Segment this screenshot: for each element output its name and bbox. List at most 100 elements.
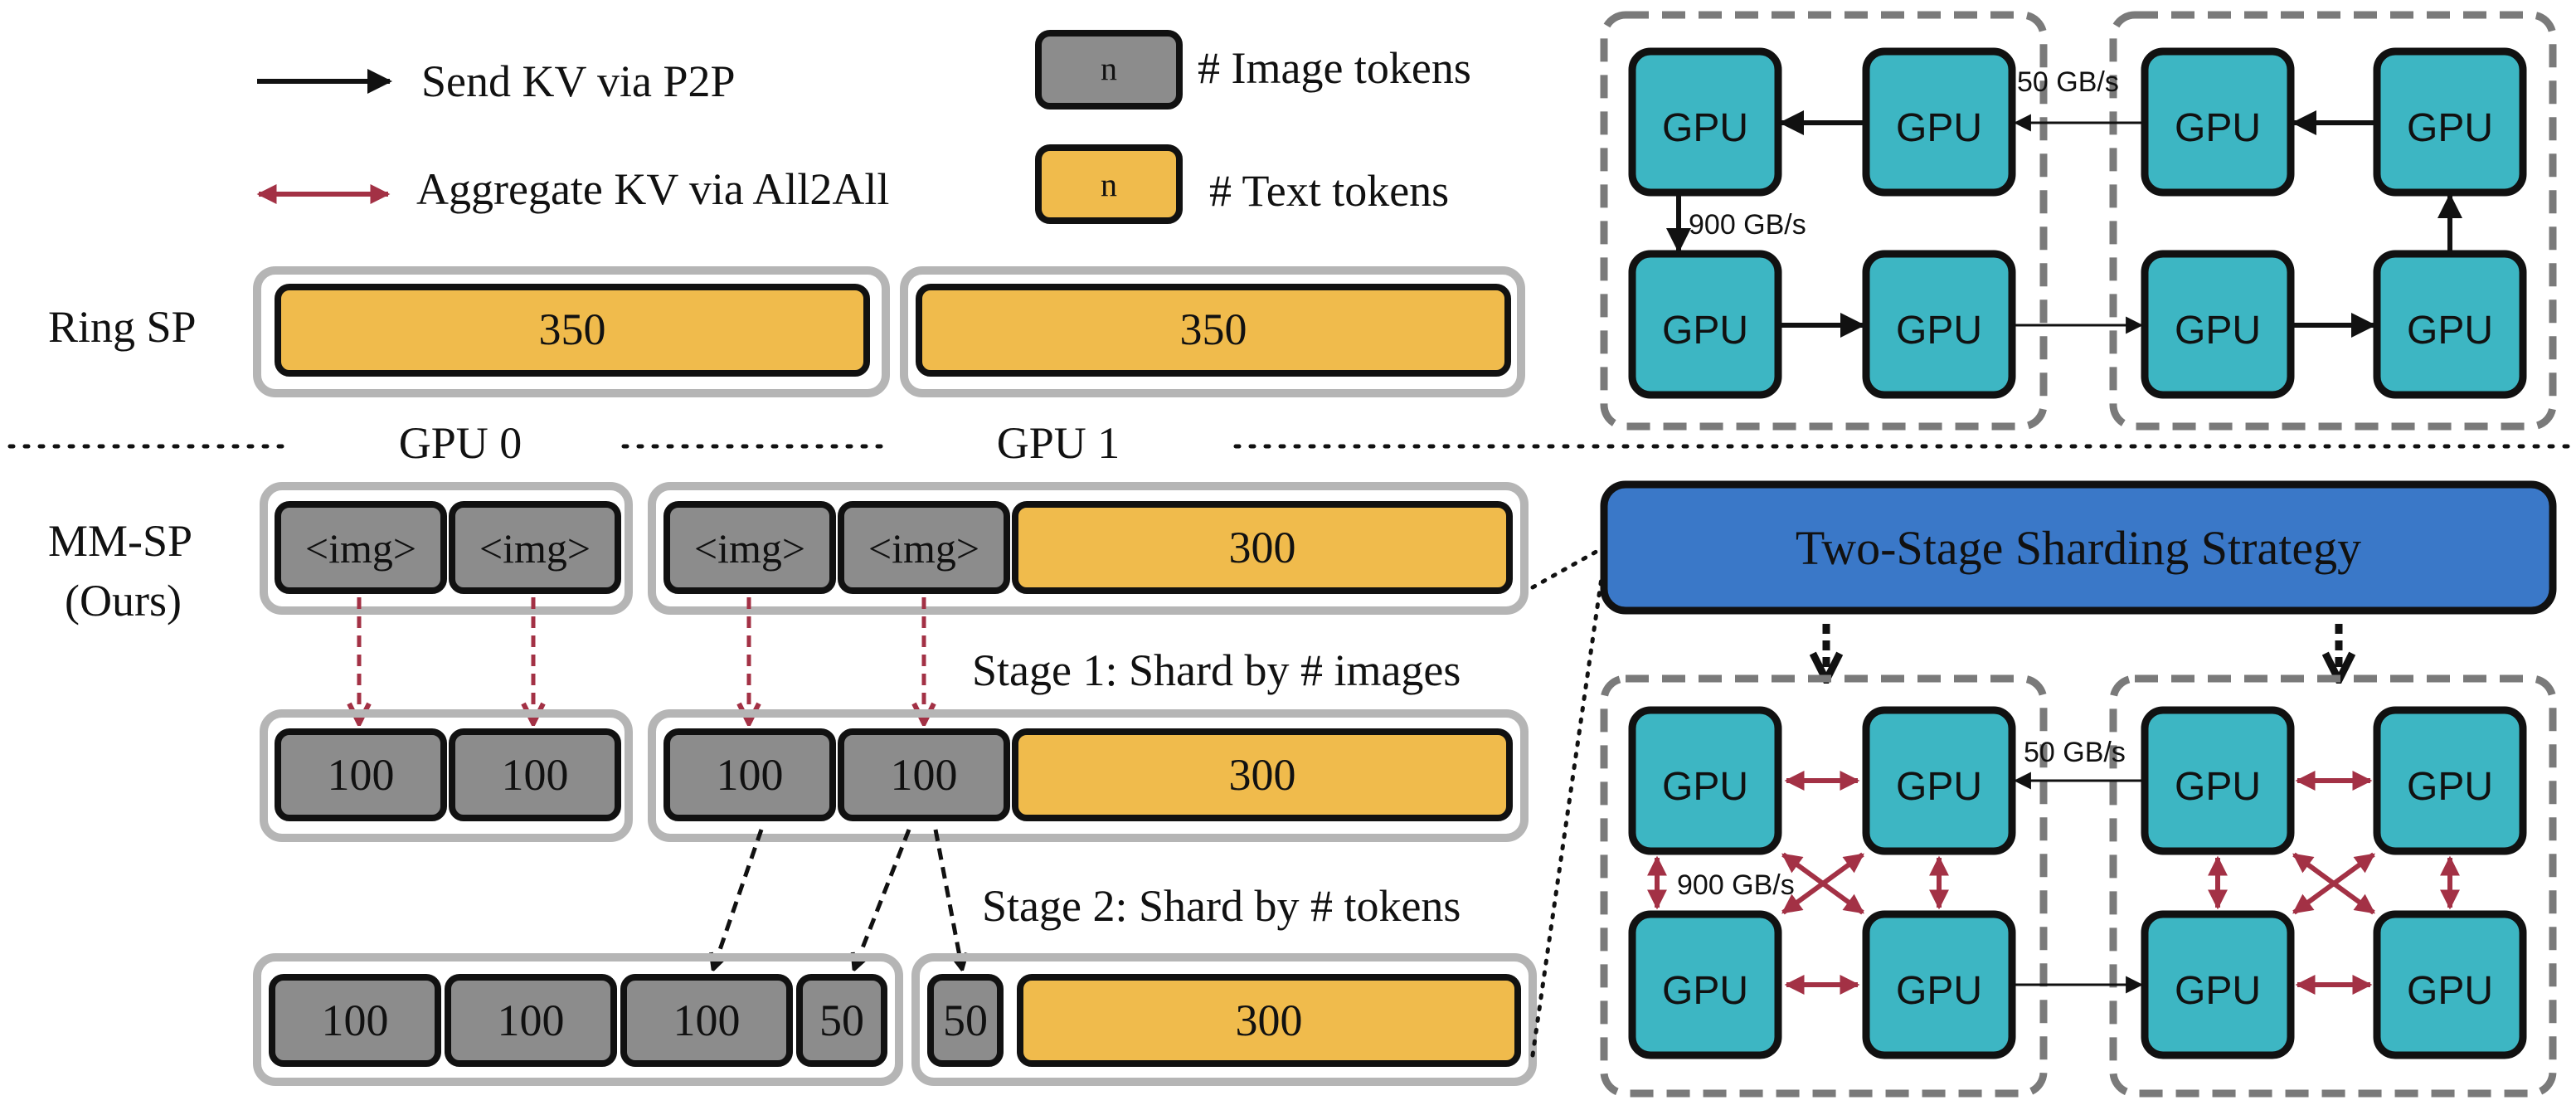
mm-stage1-image-count: 100 — [328, 750, 395, 800]
strategy-gpu-label: GPU — [2175, 969, 2261, 1013]
zoom-connector-bottom — [1530, 558, 1606, 1058]
mm-stage2-image-count: 50 — [943, 996, 988, 1045]
ring-intra-node-bandwidth: 900 GB/s — [1689, 209, 1806, 241]
strategy-gpu-label: GPU — [1896, 969, 1982, 1013]
mm-stage2-gpu1-container — [911, 953, 1537, 1086]
mm-stage2-text-block — [1017, 974, 1521, 1067]
ring-cluster: GPU GPU GPU GPU GPU GPU GPU GPU 50 GB/s … — [1600, 11, 2557, 431]
all2all-arrow — [1781, 852, 1864, 915]
mm-input-img-block — [663, 501, 836, 594]
ring-inter-node-bandwidth: 50 GB/s — [2017, 66, 2119, 98]
mm-stage2-image-count: 100 — [498, 996, 565, 1045]
ring-gpu-label: GPU — [2175, 106, 2261, 150]
mm-stage2-gpu0-container — [253, 953, 903, 1086]
section-divider: GPU 0 GPU 1 — [7, 418, 2574, 468]
mm-stage1-image-block — [449, 728, 621, 821]
stage2-p2p-arrow — [854, 829, 911, 969]
strategy-gpu-label: GPU — [2407, 969, 2493, 1013]
text-token-swatch — [1035, 144, 1183, 224]
strategy-gpu-box — [2373, 706, 2527, 855]
mm-stage1-image-count: 100 — [717, 750, 784, 800]
strategy-gpu-label: GPU — [2175, 765, 2261, 809]
strategy-cluster: Two-Stage Sharding Strategy GPU GPU GPU … — [1600, 480, 2557, 1098]
strategy-inter-node-bandwidth: 50 GB/s — [2024, 737, 2126, 768]
legend: Send KV via P2P Aggregate KV via All2All… — [256, 30, 1471, 224]
strategy-intra-node-bandwidth: 900 GB/s — [1677, 869, 1795, 901]
all2all-arrow — [2292, 852, 2375, 915]
strategy-node-b — [2109, 674, 2557, 1098]
ring-gpu-label: GPU — [1662, 309, 1748, 353]
mm-stage1-gpu1-container — [648, 709, 1529, 842]
strategy-node-a — [1600, 674, 2048, 1098]
mm-input-img-label: <img> — [694, 525, 805, 572]
mm-input-img-block — [838, 501, 1010, 594]
mm-input-text-count: 300 — [1229, 523, 1296, 572]
p2p-legend-label: Send KV via P2P — [421, 56, 736, 106]
strategy-gpu-box — [1628, 910, 1782, 1059]
mm-stage1-text-count: 300 — [1229, 750, 1296, 800]
ring-gpu-label: GPU — [2407, 309, 2493, 353]
mm-input-img-label: <img> — [479, 525, 591, 572]
mm-stage2-image-block — [796, 974, 887, 1067]
ring-gpu1-text-block — [916, 284, 1511, 377]
mm-stage1-gpu0-container — [260, 709, 633, 842]
mm-input-gpu1-container — [648, 482, 1529, 615]
mm-stage1-image-count: 100 — [502, 750, 569, 800]
strategy-gpu-label: GPU — [1662, 969, 1748, 1013]
mm-stage2-image-block — [445, 974, 617, 1067]
strategy-gpu-label: GPU — [2407, 765, 2493, 809]
stage2-p2p-arrow — [933, 829, 962, 969]
text-token-swatch-label: n — [1101, 166, 1117, 203]
strategy-gpu-label: GPU — [1662, 765, 1748, 809]
ring-node-a — [1600, 11, 2048, 431]
mm-stage1-image-block — [838, 728, 1010, 821]
text-token-legend-label: # Text tokens — [1209, 166, 1449, 216]
mm-input-img-block — [449, 501, 621, 594]
stage2-p2p-arrow — [713, 829, 764, 969]
mm-input-img-label: <img> — [305, 525, 416, 572]
mm-stage2-image-count: 50 — [819, 996, 864, 1045]
strategy-gpu-box — [2373, 910, 2527, 1059]
mm-stage2-text-count: 300 — [1236, 996, 1303, 1045]
mm-stage2-image-count: 100 — [673, 996, 741, 1045]
stage2-label: Stage 2: Shard by # tokens — [982, 881, 1461, 931]
mm-input-gpu0-container — [260, 482, 633, 615]
ring-gpu-label: GPU — [1896, 106, 1982, 150]
mm-sp-label: MM-SP — [48, 516, 192, 566]
strategy-gpu-box — [1628, 706, 1782, 855]
mm-stage1-image-block — [275, 728, 447, 821]
mm-stage1-image-block — [663, 728, 836, 821]
ring-gpu-label: GPU — [2175, 309, 2261, 353]
mm-input-text-block — [1012, 501, 1513, 594]
mm-input-img-label: <img> — [868, 525, 979, 572]
mm-stage2-image-block — [620, 974, 793, 1067]
strategy-gpu-label: GPU — [1896, 765, 1982, 809]
mm-input-img-block — [275, 501, 447, 594]
image-token-swatch-label: n — [1101, 50, 1117, 87]
mm-stage2-image-block — [269, 974, 441, 1067]
ring-gpu-label: GPU — [2407, 106, 2493, 150]
zoom-connector-top — [1530, 547, 1603, 590]
mm-stage2-image-count: 100 — [322, 996, 389, 1045]
strategy-title: Two-Stage Sharding Strategy — [1796, 521, 2361, 575]
ring-gpu1-container — [900, 266, 1525, 397]
mm-sp-sublabel: (Ours) — [65, 576, 182, 626]
strategy-gpu-box — [1862, 910, 2016, 1059]
strategy-gpu-box — [1862, 706, 2016, 855]
ring-gpu-label: GPU — [1896, 309, 1982, 353]
ring-node-b — [2109, 11, 2557, 431]
strategy-title-box — [1600, 480, 2557, 615]
ring-gpu0-text-count: 350 — [539, 304, 606, 354]
ring-gpu0-container — [253, 266, 890, 397]
ring-gpu-box — [1628, 47, 1782, 197]
mm-sp-section: MM-SP (Ours) <img> <img> <img> <img> 300… — [48, 482, 1537, 1086]
stage1-label: Stage 1: Shard by # images — [972, 645, 1461, 695]
strategy-gpu-box — [2141, 910, 2295, 1059]
mm-stage2-image-block — [927, 974, 1004, 1067]
image-token-swatch — [1035, 30, 1183, 110]
ring-gpu-box — [1862, 250, 2016, 399]
ring-sp-row: Ring SP 350 350 — [48, 266, 1525, 397]
all2all-legend-label: Aggregate KV via All2All — [416, 164, 889, 214]
